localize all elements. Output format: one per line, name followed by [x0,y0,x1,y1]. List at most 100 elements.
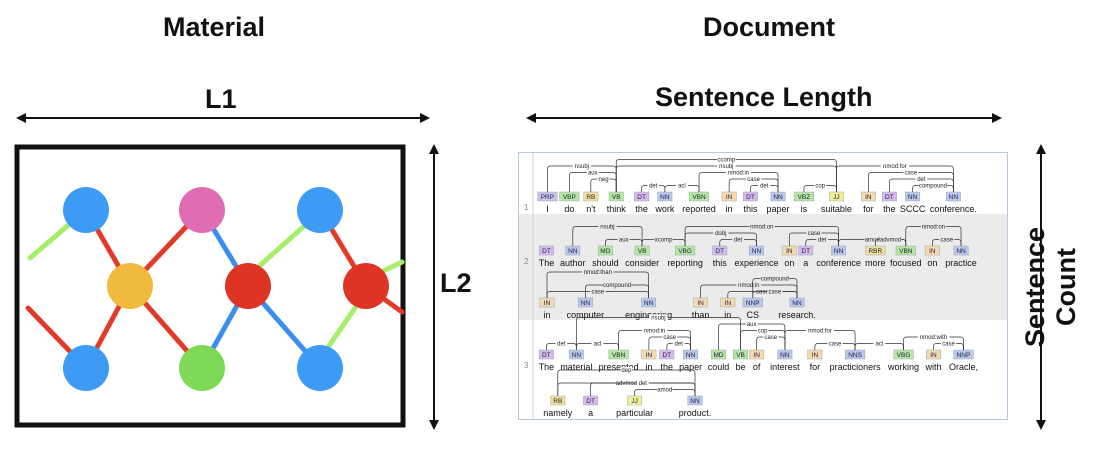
arc-label: advmod [880,238,901,244]
arc-label-bg [647,182,660,189]
arc-label-bg [586,169,599,176]
arc-label: nsubj [600,225,614,231]
arc-label-bg [657,386,673,393]
parse-content: 1PRPIVBPdoRBn'tVBthinkDTtheNNworkVBNrepo… [524,156,978,418]
token-word: practicioners [830,362,882,372]
token-word: reported [682,204,716,214]
token-word: of [753,362,761,372]
pos-tag: IN [865,194,872,201]
arc-label: case [942,342,955,348]
pos-tag: IN [786,248,793,255]
arc-label-bg [816,236,829,243]
token-word: consider [625,258,659,268]
token-word: a [803,258,808,268]
arc-label: det [760,184,769,190]
arc-label: nmod:for [883,164,907,170]
arc-label-bg [939,236,955,243]
arc-label: amod [865,238,880,244]
arc-label: nmod:on [922,225,945,231]
pos-tag: DT [885,194,894,201]
material-title: Material [163,12,266,42]
pos-tag: VBZ [798,194,811,201]
token-word: could [708,362,730,372]
arc-label-bg [598,223,617,230]
pos-tag: JJ [631,398,638,405]
token-word: author [560,258,586,268]
arc-label: dobj [715,231,726,237]
arc-label: compound [761,277,789,283]
pos-tag: NN [581,300,591,307]
arc-label-bg [717,156,736,163]
arc-label: aux [747,322,757,328]
pos-tag: DT [637,194,646,201]
arc-label-bg [745,321,758,327]
pos-tag: VBG [678,248,692,255]
arc-label: nmod:on [750,225,773,231]
arc-label-bg [642,327,668,334]
pos-tag: IN [930,352,937,359]
arc-label-bg [591,340,604,347]
atom-blue [297,345,343,391]
arc-label: cop [758,329,768,335]
pos-tag: NN [956,248,966,255]
arc-label-bg [654,236,673,243]
pos-tag: IN [929,248,936,255]
l1-label: L1 [205,84,237,114]
token-word: more [865,258,886,268]
pos-tag: DT [662,352,671,359]
arc-label: xcomp [655,238,673,244]
token-word: computer [567,310,605,320]
token-word: paper [679,362,702,372]
pos-tag: VBN [692,194,706,201]
atom-red [225,263,271,309]
pos-tag: DT [746,194,755,201]
arc-label-bg [636,380,649,386]
token-word: focused [890,258,922,268]
pos-tag: IN [812,352,819,359]
document-title: Document [703,12,836,42]
dependency-parse-view: 1PRPIVBPdoRBn'tVBthinkDTtheNNworkVBNrepo… [518,152,1008,420]
arc-label: nmod:with [920,335,947,341]
arc-label: case [769,290,782,296]
token-word: this [743,204,758,214]
token-word: conference. [930,204,977,214]
arc-label-bg [827,340,843,347]
arc-label: compound [919,184,947,190]
pos-tag: NN [660,194,670,201]
arc-label: cop [815,184,825,190]
token-word: in [724,310,731,320]
pos-tag: DT [542,248,551,255]
pos-tag: VB [612,194,621,201]
arc-label-bg [763,334,779,340]
arc-label: det [649,184,658,190]
arc-label: case [940,238,953,244]
arc-label-bg [880,163,910,169]
arc-label-bg [806,230,822,236]
pos-tag: NN [908,194,918,201]
atom-blue [63,187,109,233]
arc-label: ccomp [717,158,735,164]
pos-tag: NN [690,398,700,405]
pos-tag: RB [553,398,562,405]
sentence-number: 2 [524,257,529,266]
arc-label: aux [619,238,629,244]
token-word: material [560,362,592,372]
pos-tag: NN [686,352,696,359]
atom-yellow [107,263,153,309]
token-word: for [863,204,874,214]
token-word: in [726,204,733,214]
arc-label-bg [940,340,957,347]
pos-tag: IN [726,194,733,201]
arc-label: det [675,342,684,348]
arc-label-bg [675,182,688,189]
token-word: conference [816,258,861,268]
token-word: in [645,362,652,372]
pos-tag: NN [572,352,582,359]
token-word: should [592,258,619,268]
pos-tag: VBP [563,194,576,201]
token-word: in [543,310,550,320]
pos-tag: NN [834,248,844,255]
token-word: the [635,204,648,214]
token-word: be [736,362,746,372]
token-word: interest [770,362,800,372]
